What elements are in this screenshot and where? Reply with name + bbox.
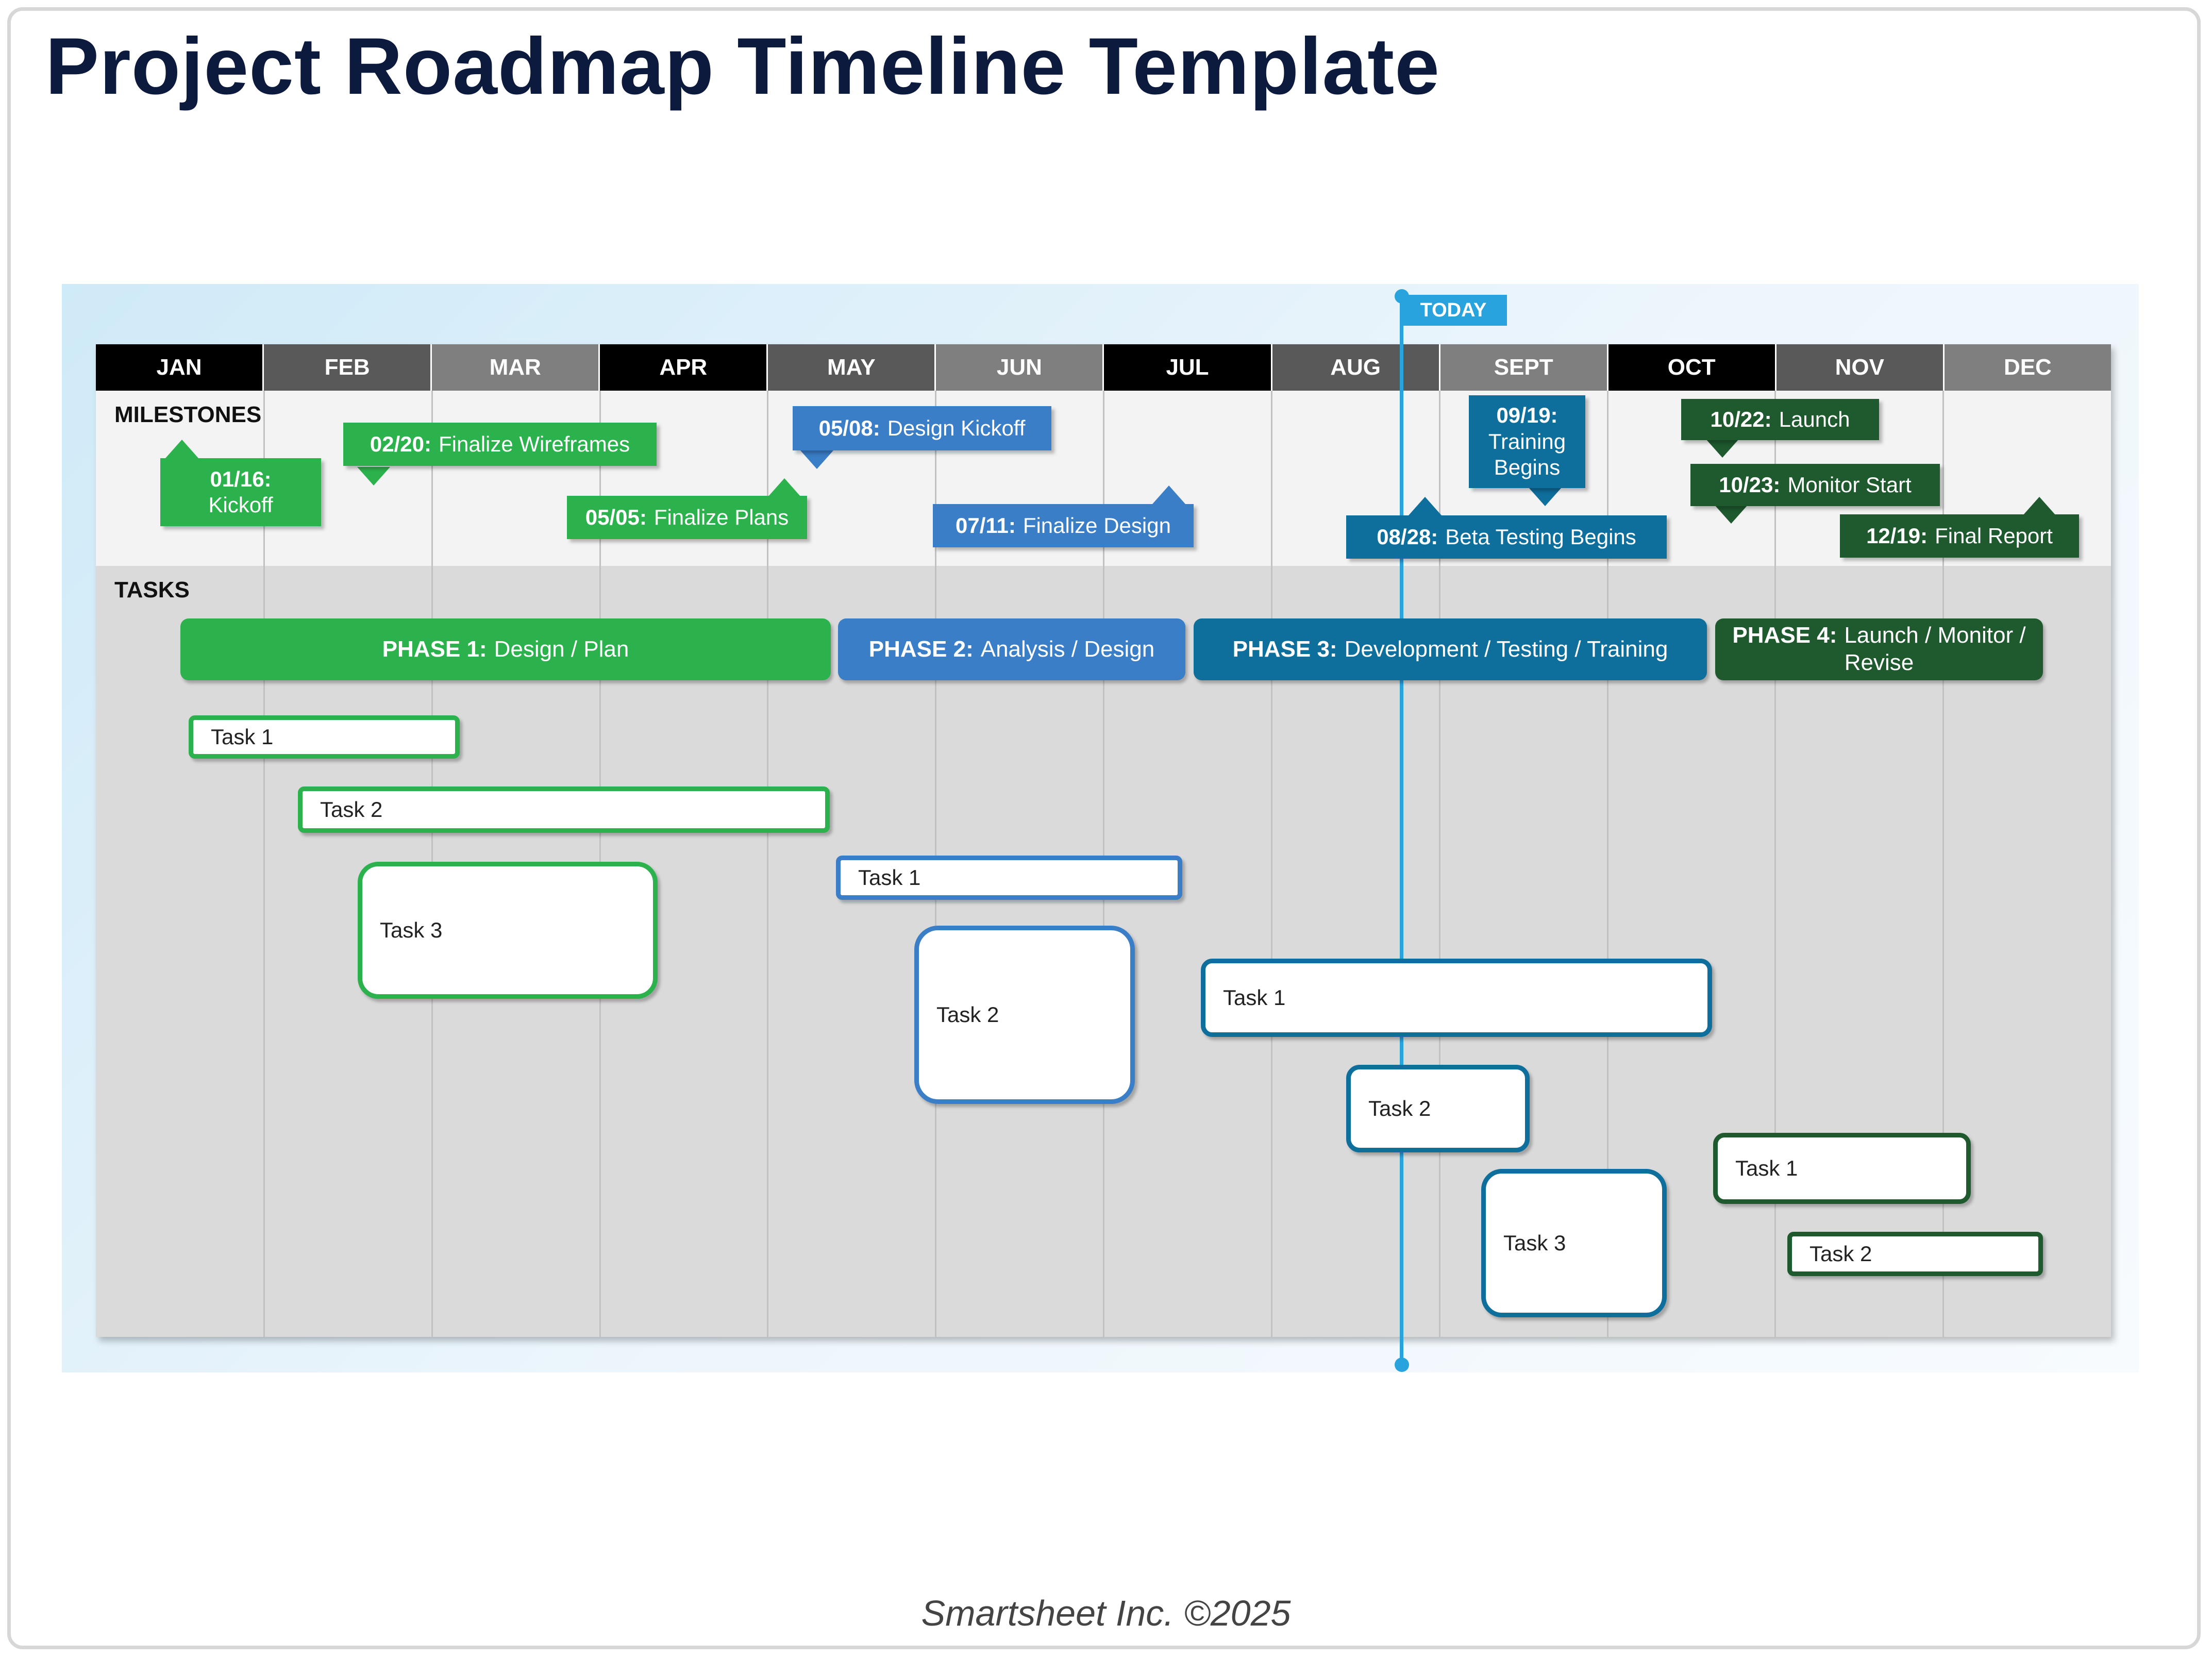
month-jun: JUN — [936, 344, 1104, 391]
milestone-kickoff[interactable]: 01/16: Kickoff — [160, 458, 321, 526]
phase-2-bar[interactable]: PHASE 2: Analysis / Design — [838, 618, 1185, 680]
milestone-finalize-wireframes[interactable]: 02/20: Finalize Wireframes — [343, 423, 657, 466]
milestone-pointer — [768, 478, 801, 497]
milestone-label: Finalize Plans — [653, 505, 789, 529]
phase-4-bar[interactable]: PHASE 4: Launch / Monitor / Revise — [1715, 618, 2043, 680]
phase-label: Analysis / Design — [980, 636, 1155, 662]
phase-number: PHASE 4: — [1732, 623, 1837, 648]
phase3-task-2[interactable]: Task 2 — [1346, 1065, 1530, 1152]
month-oct: OCT — [1608, 344, 1777, 391]
milestone-monitor-start[interactable]: 10/23: Monitor Start — [1690, 464, 1940, 506]
phase3-task-1[interactable]: Task 1 — [1201, 959, 1712, 1037]
milestone-label: Finalize Wireframes — [439, 431, 630, 456]
phase3-task-3[interactable]: Task 3 — [1481, 1169, 1667, 1317]
milestone-pointer — [800, 450, 833, 469]
page-title: Project Roadmap Timeline Template — [45, 22, 1440, 111]
month-jul: JUL — [1104, 344, 1272, 391]
month-jan: JAN — [96, 344, 264, 391]
milestone-label: Kickoff — [208, 493, 273, 517]
month-gridline — [767, 391, 768, 1337]
milestone-label: Design Kickoff — [887, 415, 1026, 440]
milestone-launch[interactable]: 10/22: Launch — [1681, 399, 1879, 440]
milestones-label: MILESTONES — [114, 402, 262, 427]
today-line-bottom-dot — [1395, 1358, 1409, 1372]
phase4-task-2[interactable]: Task 2 — [1787, 1232, 2043, 1276]
milestone-pointer — [1715, 505, 1748, 524]
month-aug: AUG — [1272, 344, 1440, 391]
milestone-date: 07/11: — [956, 513, 1016, 538]
milestone-design-kickoff[interactable]: 05/08: Design Kickoff — [793, 406, 1051, 450]
phase-1-bar[interactable]: PHASE 1: Design / Plan — [180, 618, 831, 680]
phase-label: Launch / Monitor / Revise — [1844, 623, 2026, 675]
milestone-label: Final Report — [1935, 523, 2053, 548]
milestone-pointer — [1409, 497, 1442, 515]
month-nov: NOV — [1776, 344, 1945, 391]
milestone-label: Training Begins — [1488, 429, 1566, 480]
phase-number: PHASE 1: — [382, 636, 487, 662]
footer-copyright: Smartsheet Inc. ©2025 — [921, 1593, 1291, 1633]
month-gridline — [1774, 391, 1776, 1337]
milestone-date: 10/22: — [1710, 407, 1772, 431]
milestone-date: 09/19: — [1496, 403, 1558, 428]
today-badge: TODAY — [1400, 295, 1507, 326]
milestone-pointer — [357, 467, 390, 485]
phase1-task-1[interactable]: Task 1 — [189, 715, 460, 759]
month-mar: MAR — [432, 344, 600, 391]
milestone-pointer — [1152, 485, 1185, 504]
milestone-date: 05/05: — [585, 505, 647, 529]
milestone-label: Launch — [1779, 407, 1850, 431]
milestone-date: 12/19: — [1866, 523, 1928, 548]
phase-label: Development / Testing / Training — [1344, 636, 1668, 662]
milestone-finalize-design[interactable]: 07/11: Finalize Design — [933, 504, 1194, 547]
milestone-final-report[interactable]: 12/19: Final Report — [1840, 514, 2079, 558]
milestone-label: Finalize Design — [1023, 513, 1171, 538]
milestone-pointer — [2023, 497, 2056, 515]
phase1-task-2[interactable]: Task 2 — [298, 786, 830, 833]
milestone-label: Beta Testing Begins — [1445, 524, 1636, 549]
phase2-task-2[interactable]: Task 2 — [914, 926, 1135, 1104]
milestone-beta-testing-begins[interactable]: 08/28: Beta Testing Begins — [1346, 515, 1667, 559]
milestone-training-begins[interactable]: 09/19: Training Begins — [1469, 395, 1585, 488]
today-line — [1400, 295, 1403, 1365]
phase-number: PHASE 2: — [868, 636, 974, 662]
month-apr: APR — [600, 344, 768, 391]
milestone-date: 01/16: — [210, 466, 272, 491]
month-feb: FEB — [264, 344, 432, 391]
tasks-label: TASKS — [114, 577, 190, 602]
milestone-date: 08/28: — [1377, 524, 1438, 549]
month-sept: SEPT — [1440, 344, 1608, 391]
milestone-label: Monitor Start — [1787, 472, 1912, 497]
milestone-date: 05/08: — [818, 415, 880, 440]
phase4-task-1[interactable]: Task 1 — [1713, 1133, 1971, 1204]
month-gridline — [263, 391, 265, 1337]
phase-number: PHASE 3: — [1232, 636, 1337, 662]
phase-label: Design / Plan — [494, 636, 629, 662]
milestone-date: 10/23: — [1719, 472, 1781, 497]
month-gridline — [1439, 391, 1440, 1337]
milestone-pointer — [1529, 488, 1562, 506]
milestone-finalize-plans[interactable]: 05/05: Finalize Plans — [567, 496, 807, 539]
milestone-pointer — [165, 440, 198, 458]
phase-3-bar[interactable]: PHASE 3: Development / Testing / Trainin… — [1194, 618, 1707, 680]
month-gridline — [1271, 391, 1272, 1337]
month-header-row: JAN FEB MAR APR MAY JUN JUL AUG SEPT OCT… — [96, 344, 2111, 391]
month-dec: DEC — [1944, 344, 2111, 391]
milestone-date: 02/20: — [370, 431, 431, 456]
month-gridline — [1942, 391, 1944, 1337]
milestone-pointer — [1706, 439, 1739, 458]
phase1-task-3[interactable]: Task 3 — [358, 862, 658, 999]
phase2-task-1[interactable]: Task 1 — [836, 856, 1182, 900]
month-gridline — [1607, 391, 1608, 1337]
month-may: MAY — [768, 344, 936, 391]
